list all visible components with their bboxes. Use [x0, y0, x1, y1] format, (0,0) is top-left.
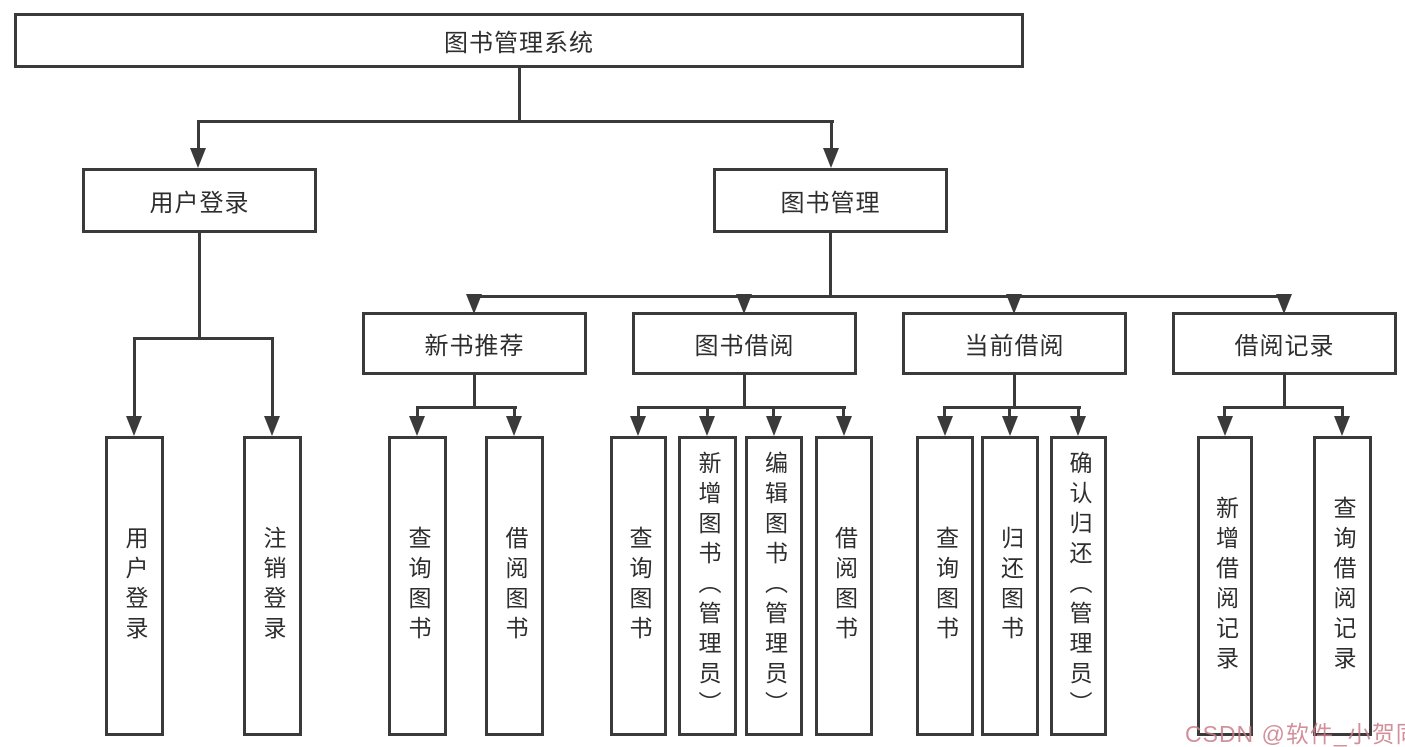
node-label: 新增借阅记录 [1212, 496, 1239, 676]
connector-line [1341, 406, 1344, 418]
arrow-down-icon [1334, 416, 1350, 436]
connector-line [830, 120, 833, 148]
connector-line [473, 295, 1286, 298]
node-label: 新增图书（管理员） [695, 451, 721, 721]
leaf-logout: 注销登录 [243, 436, 302, 736]
connector-line [518, 68, 521, 120]
connector-line [473, 375, 476, 406]
connector-line [198, 233, 201, 337]
arrow-down-icon [1217, 416, 1233, 436]
node-borrow-record: 借阅记录 [1172, 312, 1397, 375]
arrow-down-icon [190, 148, 206, 168]
leaf-cb-query-book: 查询图书 [916, 436, 974, 736]
node-label: 借阅图书 [831, 526, 858, 646]
node-label: 查询图书 [932, 526, 959, 646]
connector-line [1223, 406, 1226, 418]
arrow-down-icon [1070, 416, 1086, 436]
node-user-login: 用户登录 [82, 168, 317, 233]
connector-line [134, 337, 274, 340]
arrow-down-icon [836, 416, 852, 436]
node-label: 用户登录 [149, 190, 250, 217]
connector-line [637, 406, 640, 418]
connector-line [271, 337, 274, 416]
node-label: 注销登录 [260, 526, 286, 646]
node-label: 当前借阅 [964, 333, 1065, 360]
leaf-rec-borrow-book: 借阅图书 [485, 436, 544, 736]
leaf-rec-query-book: 查询图书 [388, 436, 447, 736]
node-label: 借阅图书 [502, 526, 528, 646]
arrow-down-icon [766, 416, 782, 436]
leaf-bb-borrow-book: 借阅图书 [815, 436, 873, 736]
leaf-br-query-record: 查询借阅记录 [1313, 436, 1372, 736]
arrow-down-icon [1276, 294, 1292, 314]
node-label: 图书管理系统 [444, 30, 594, 57]
connector-line [197, 120, 834, 123]
node-book-borrow: 图书借阅 [632, 312, 857, 375]
connector-line [706, 406, 709, 418]
node-label: 借阅记录 [1234, 333, 1335, 360]
leaf-bb-query-book: 查询图书 [610, 436, 667, 736]
node-new-book-recommend: 新书推荐 [362, 312, 587, 375]
leaf-br-add-record: 新增借阅记录 [1197, 436, 1253, 736]
connector-line [513, 406, 516, 418]
node-label: 查询图书 [405, 526, 431, 646]
connector-line [1077, 406, 1080, 418]
connector-line [842, 406, 845, 418]
node-label: 新书推荐 [424, 333, 525, 360]
arrow-down-icon [1006, 294, 1022, 314]
connector-line [133, 337, 136, 416]
node-label: 确认归还（管理员） [1066, 451, 1092, 721]
connector-line [743, 375, 746, 406]
connector-line [416, 406, 517, 409]
connector-line [1223, 406, 1344, 409]
arrow-down-icon [264, 416, 280, 436]
connector-line [1013, 375, 1016, 406]
arrow-down-icon [126, 416, 142, 436]
node-label: 图书借阅 [694, 333, 795, 360]
arrow-down-icon [506, 416, 522, 436]
arrow-down-icon [1002, 416, 1018, 436]
watermark: CSDN @软件_小贺同学 [1185, 721, 1405, 747]
node-library-system: 图书管理系统 [14, 13, 1024, 68]
arrow-down-icon [699, 416, 715, 436]
connector-line [197, 120, 200, 148]
node-label: 图书管理 [780, 190, 881, 217]
connector-line [1008, 406, 1011, 418]
arrow-down-icon [937, 416, 953, 436]
connector-line [829, 233, 832, 295]
arrow-down-icon [466, 294, 482, 314]
arrow-down-icon [736, 294, 752, 314]
node-label: 用户登录 [122, 526, 148, 646]
connector-line [1283, 375, 1286, 406]
node-label: 查询借阅记录 [1330, 496, 1356, 676]
node-label: 编辑图书（管理员） [761, 451, 788, 721]
arrow-down-icon [630, 416, 646, 436]
connector-line [416, 406, 419, 418]
node-current-borrow: 当前借阅 [902, 312, 1127, 375]
connector-line [943, 406, 946, 418]
node-label: 归还图书 [997, 526, 1024, 646]
node-label: 查询图书 [626, 526, 652, 646]
leaf-cb-return-book: 归还图书 [981, 436, 1039, 736]
connector-line [943, 406, 1081, 409]
leaf-cb-confirm-return: 确认归还（管理员） [1050, 436, 1107, 736]
leaf-user-login: 用户登录 [105, 436, 164, 736]
leaf-bb-add-book: 新增图书（管理员） [678, 436, 737, 736]
arrow-down-icon [409, 416, 425, 436]
leaf-bb-edit-book: 编辑图书（管理员） [745, 436, 803, 736]
node-book-management: 图书管理 [713, 168, 948, 233]
connector-line [772, 406, 775, 418]
connector-line [637, 406, 846, 409]
arrow-down-icon [823, 148, 839, 168]
